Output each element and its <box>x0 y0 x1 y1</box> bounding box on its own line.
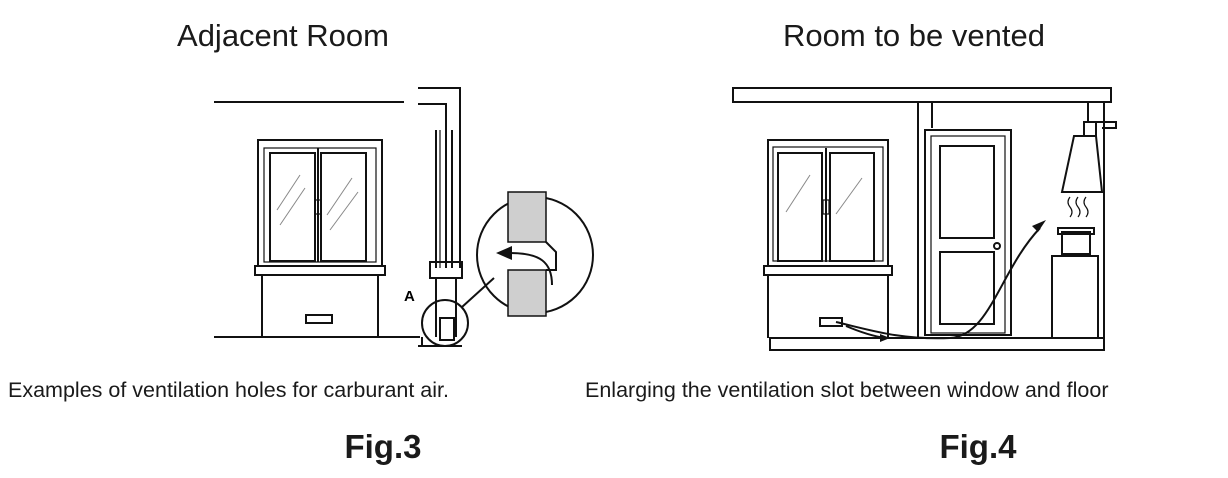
detail-callout-circle <box>421 299 469 347</box>
range-hood <box>1060 102 1117 193</box>
airflow-arrow <box>835 220 1046 342</box>
callout-connector <box>461 277 495 308</box>
door <box>924 129 1012 336</box>
figure-3-caption: Examples of ventilation holes for carbur… <box>8 378 449 402</box>
figure-4: Room to be vented <box>585 0 1228 478</box>
stove <box>1051 227 1099 339</box>
figure-4-caption: Enlarging the ventilation slot between w… <box>585 378 1109 402</box>
figure-4-illustration <box>732 87 1117 351</box>
figure-3-illustration: A <box>214 87 594 347</box>
window <box>763 139 893 338</box>
callout-letter: A <box>404 288 415 305</box>
wall-duct <box>418 87 463 347</box>
steam-icon <box>1067 196 1089 218</box>
figure-4-label: Fig.4 <box>939 428 1017 465</box>
figure-4-title: Room to be vented <box>783 18 1045 53</box>
window <box>254 139 386 337</box>
figure-3-title: Adjacent Room <box>177 18 389 53</box>
figure-3: Adjacent Room <box>0 0 600 478</box>
figure-3-label: Fig.3 <box>344 428 422 465</box>
room-structure <box>732 87 1112 351</box>
magnified-detail <box>476 191 594 317</box>
